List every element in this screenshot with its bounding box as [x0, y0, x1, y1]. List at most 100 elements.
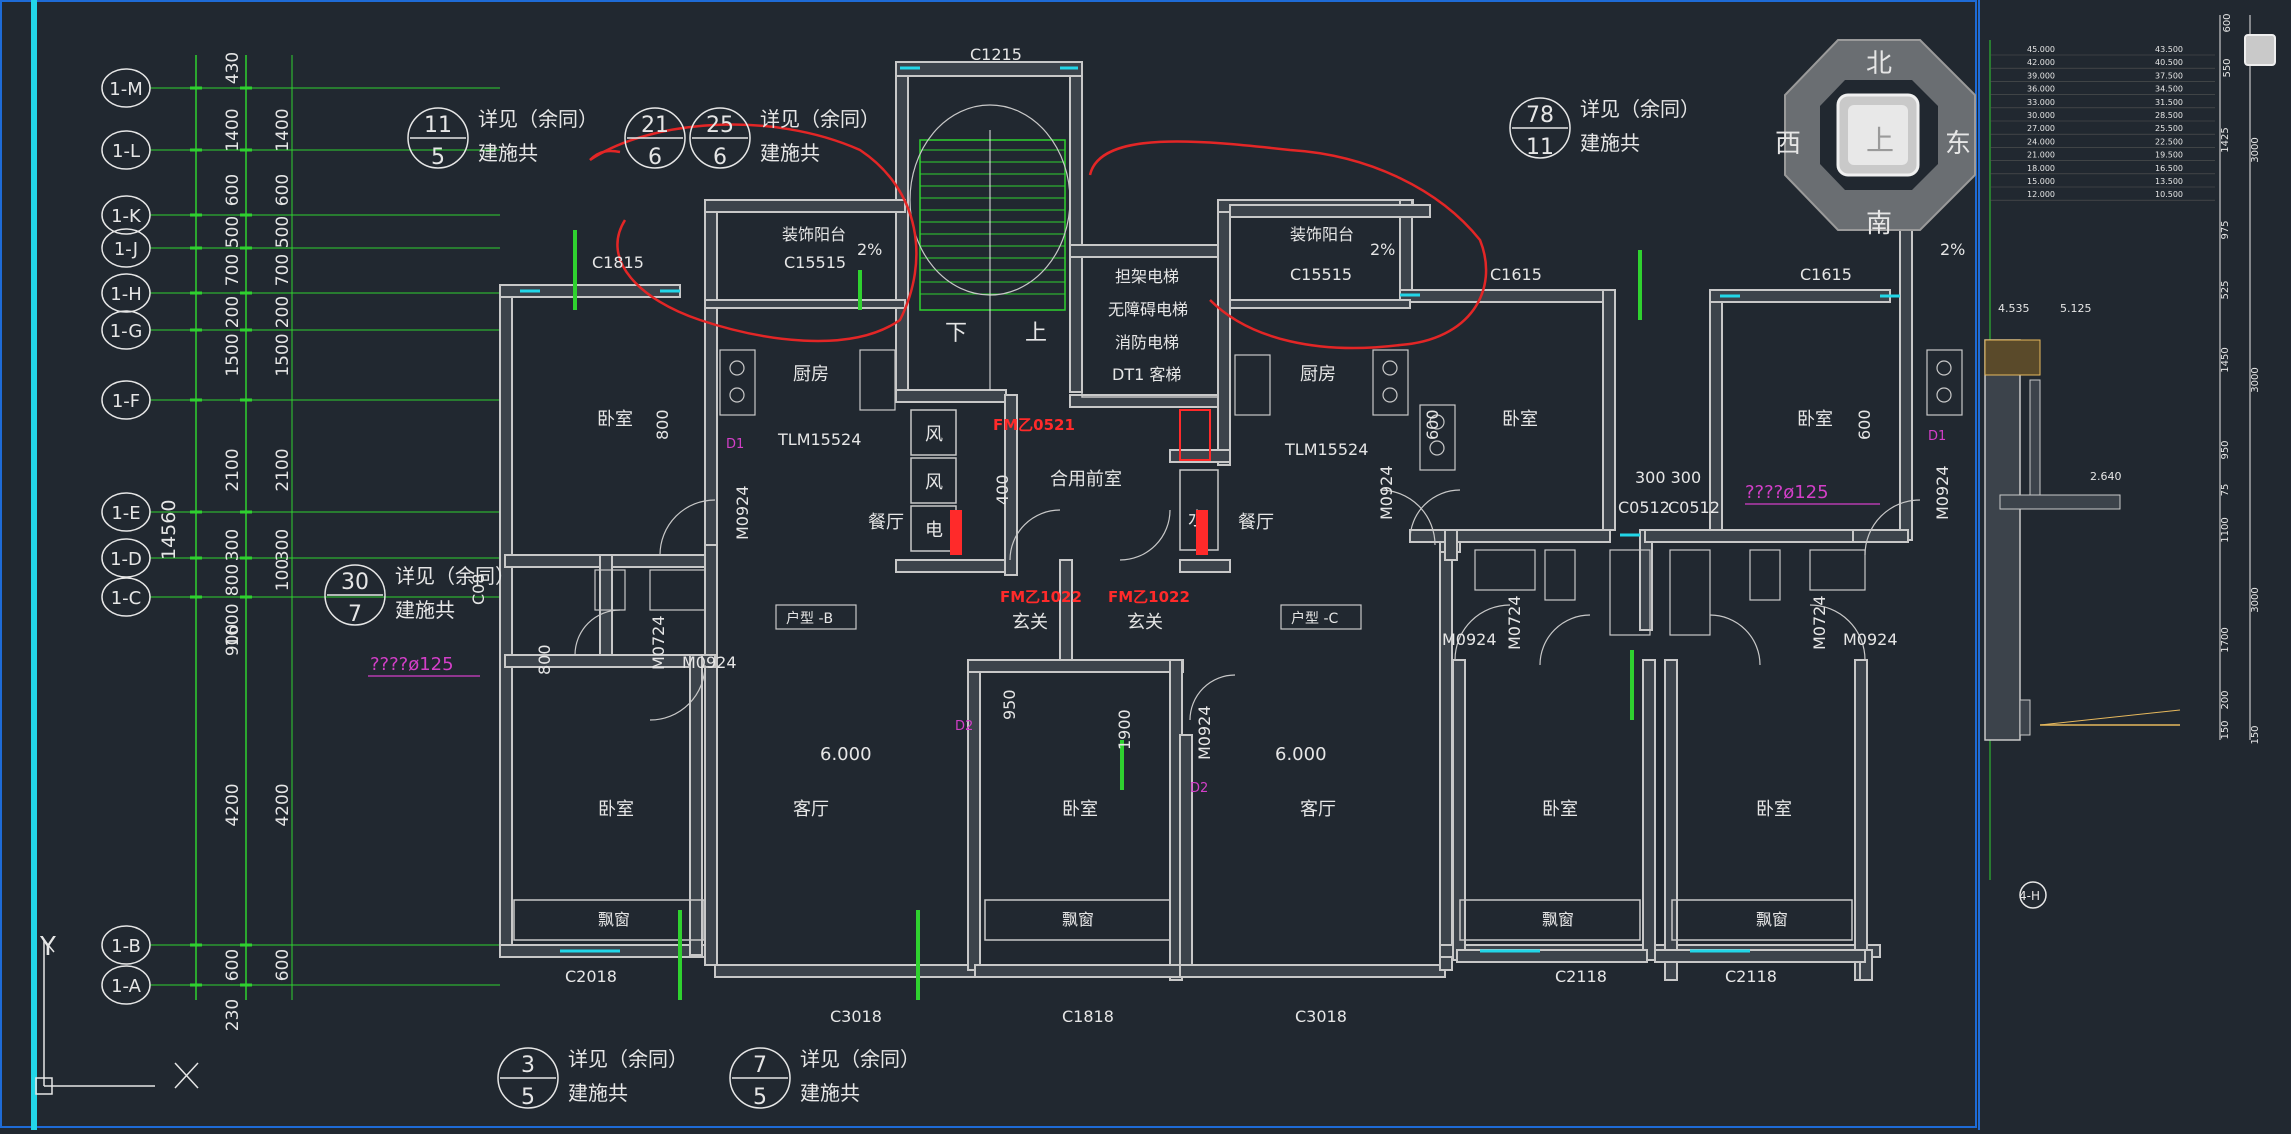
elev-row-3-b: 34.500: [2155, 85, 2183, 94]
pipe-note-1: ????ø125: [370, 654, 454, 675]
elev-row-3-a: 36.000: [2027, 85, 2055, 94]
label-elev-1: 6.000: [820, 744, 872, 765]
axis-bubble-1-b: [101, 925, 151, 965]
label-balcony-1: 装饰阳台: [782, 225, 846, 244]
dim-outer-0: 1400: [273, 108, 293, 151]
section-dim-2: 525: [2220, 280, 2231, 299]
dim-total: 14560: [158, 500, 180, 560]
axis-bubble-1-h: [101, 273, 151, 313]
section-dim-1: 975: [2220, 220, 2231, 239]
label-living-2: 客厅: [1300, 799, 1336, 820]
dim-outer-4: 200: [273, 296, 293, 328]
label-m0924-2: M0924: [1377, 465, 1396, 520]
compass-north[interactable]: 北: [1866, 49, 1892, 79]
axis-label-1-e: 1-E: [111, 503, 140, 524]
callout-line2-5: 建施共: [568, 1081, 628, 1105]
elev-row-4-a: 33.000: [2027, 98, 2055, 107]
ucs-y-label: Y: [39, 932, 56, 962]
label-foyer-1: 玄关: [1012, 612, 1048, 633]
label-c3018-1: C3018: [830, 1007, 882, 1026]
dim-inner-8: 300: [223, 529, 243, 561]
section-dim2-1: 3000: [2250, 367, 2261, 392]
dim-inner-1: 1400: [223, 108, 243, 151]
elev-row-10-b: 13.500: [2155, 177, 2183, 186]
label-elev-2: 6.000: [1275, 744, 1327, 765]
callout-num-3: 78: [1526, 103, 1554, 128]
elev-row-1-b: 40.500: [2155, 58, 2183, 67]
service-shafts: 风 风 电 水: [910, 409, 1219, 555]
callout-circle-1: [624, 107, 686, 169]
label-unit-b: 户型 -B: [786, 610, 833, 627]
viewcube-compass[interactable]: 上 北 南 东 西: [1775, 39, 1976, 239]
elec-shaft: 电: [925, 520, 943, 541]
label-300-300: 300 300: [1635, 468, 1701, 487]
callout-line2-3: 建施共: [1580, 131, 1640, 155]
label-c2118-2: C2118: [1725, 967, 1777, 986]
callout-sub-4: 7: [348, 602, 362, 627]
label-bay-2: 飘窗: [1062, 910, 1094, 929]
detail-callouts: 115详见（余同）建施共216256详见（余同）建施共7811详见（余同）建施共…: [324, 97, 1700, 1110]
door-swings: [574, 489, 1921, 721]
label-living-1: 客厅: [793, 799, 829, 820]
label-d600-1: 600: [1423, 409, 1442, 440]
compass-east[interactable]: 东: [1945, 129, 1971, 159]
label-bedroom-7: 卧室: [1756, 799, 1792, 820]
elev-row-5-b: 28.500: [2155, 111, 2183, 120]
axis-label-1-m: 1-M: [109, 79, 142, 100]
label-m0924-3: M0924: [1933, 465, 1952, 520]
viewcube-top-label: 上: [1866, 124, 1894, 157]
ucs-icon: [35, 939, 199, 1095]
dim-inner-12: 4200: [223, 783, 243, 826]
fixtures: [594, 349, 1963, 636]
compass-west[interactable]: 西: [1775, 129, 1801, 159]
pipe-notes: ????ø125 ????ø125 D1 D1 D2 D2: [368, 429, 1946, 796]
dim-outer-5: 1500: [273, 333, 293, 376]
dim-outer-1: 600: [273, 174, 293, 206]
elev-row-10-a: 15.000: [2027, 177, 2055, 186]
callout-sub-1: 6: [648, 145, 662, 170]
elev-row-9-b: 16.500: [2155, 164, 2183, 173]
fire-door-1022-1: FM乙1022: [1000, 588, 1082, 606]
mini-viewcube[interactable]: [2244, 34, 2276, 66]
label-tlm-1: TLM15524: [777, 430, 861, 449]
label-c0512-2: C0512: [1668, 498, 1720, 517]
label-c0512-1: C0512: [1618, 498, 1670, 517]
section-top-label-2: 5.125: [2060, 302, 2092, 315]
label-c15515-2: C15515: [1290, 265, 1352, 284]
section-dim-5: 75: [2220, 484, 2231, 497]
callout-sub-5: 5: [521, 1085, 535, 1110]
axis-label-1-j: 1-J: [114, 239, 138, 260]
label-bay-4: 飘窗: [1756, 910, 1788, 929]
elev-row-7-b: 22.500: [2155, 137, 2183, 146]
callout-sub-2: 6: [713, 145, 727, 170]
section-topdim-0: 600: [2222, 13, 2233, 32]
elev-row-0-a: 45.000: [2027, 45, 2055, 54]
label-m0924-1: M0924: [733, 485, 752, 540]
label-slope-3: 2%: [1940, 240, 1965, 259]
elev-row-8-a: 21.000: [2027, 151, 2055, 160]
section-dim2-2: 3000: [2250, 587, 2261, 612]
label-d800-2: 800: [535, 644, 554, 675]
label-bay-1: 飘窗: [598, 910, 630, 929]
label-c3018-2: C3018: [1295, 1007, 1347, 1026]
section-dim-4: 950: [2220, 440, 2231, 459]
label-dining-2: 餐厅: [1238, 512, 1274, 533]
callout-num-6: 7: [753, 1053, 767, 1078]
label-c1615-2: C1615: [1800, 265, 1852, 284]
callout-circle-0: [407, 107, 469, 169]
dim-inner-2: 600: [223, 174, 243, 206]
axis-label-1-k: 1-K: [111, 206, 142, 227]
axis-bubble-1-c: [101, 577, 151, 617]
axis-grid: 1-M1-L1-K1-J1-H1-G1-F1-E1-D1-C1-B1-A: [101, 68, 500, 1005]
elevator-line-2: 无障碍电梯: [1108, 300, 1188, 319]
elev-row-2-b: 37.500: [2155, 71, 2183, 80]
axis-bubble-1-j: [101, 228, 151, 268]
stair: 下 上: [909, 104, 1071, 390]
compass-south[interactable]: 南: [1866, 209, 1892, 239]
windows: [520, 66, 1900, 953]
callout-line1-2: 详见（余同）: [760, 107, 880, 131]
label-kitchen-2: 厨房: [1300, 364, 1336, 385]
bay-windows: [513, 899, 1853, 941]
